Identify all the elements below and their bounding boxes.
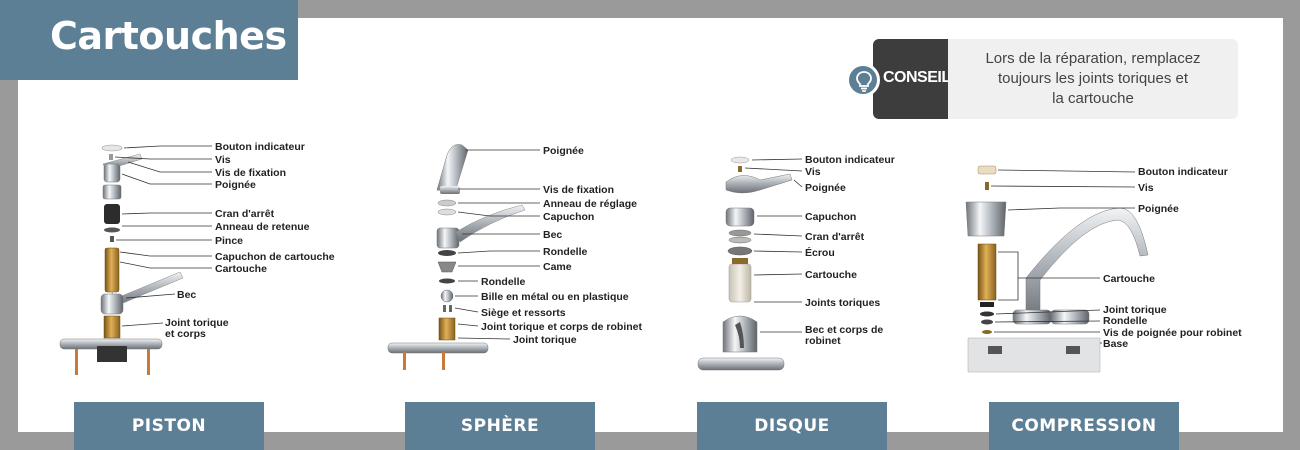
part-label: Bec [177, 289, 196, 301]
ceramic-disc-label-button[interactable]: DISQUE CÉRAMIQUE [697, 402, 887, 450]
part-label: Capuchon [805, 211, 856, 223]
sphere-callout-lines [454, 149, 540, 340]
sphere-label-button[interactable]: SPHÈRE [405, 402, 595, 450]
tip-box: CONSEILS Lors de la réparation, remplace… [846, 39, 1238, 119]
part-label: Capuchon [543, 211, 594, 223]
part-label: Poignée [543, 145, 584, 157]
piston-callout-lines [114, 145, 212, 327]
part-label: Bec et corps de [805, 324, 883, 336]
part-label: Bouton indicateur [1138, 166, 1228, 178]
part-label: Vis [805, 166, 821, 178]
piston-label-button[interactable]: PISTON [74, 402, 264, 450]
part-label: Came [543, 261, 572, 273]
tip-line: Lors de la réparation, remplacez [985, 50, 1201, 67]
title-banner: Cartouches [0, 0, 298, 80]
part-label: Écrou [805, 246, 835, 259]
part-label: Vis de poignée pour robinet [1103, 327, 1242, 339]
ceramic-disc-labels: Bouton indicateur Vis Poignée Capuchon C… [805, 154, 895, 347]
part-label: Anneau de réglage [543, 198, 637, 210]
part-label: Vis [215, 154, 231, 166]
part-label: Poignée [805, 182, 846, 194]
part-label: Vis de fixation [543, 184, 614, 196]
part-label: Siège et ressorts [481, 307, 566, 319]
ceramic-disc-diagram: Bouton indicateur Vis Poignée Capuchon C… [697, 154, 895, 371]
part-label: Poignée [1138, 203, 1179, 215]
part-label: Base [1103, 338, 1128, 350]
ceramic-disc-parts [697, 156, 793, 371]
part-label: Joint torique [165, 317, 229, 329]
tip-line: toujours les joints toriques et [997, 70, 1189, 87]
sphere-parts [387, 144, 526, 370]
lightbulb-icon [846, 63, 880, 97]
part-label: Vis de fixation [215, 167, 286, 179]
part-label: Poignée [215, 179, 256, 191]
ceramic-disc-callout-lines [744, 158, 803, 333]
page-title: Cartouches [50, 14, 287, 58]
tip-label-box: CONSEILS [846, 39, 961, 119]
part-label: Joint torique [513, 334, 577, 346]
part-label: Bec [543, 229, 562, 241]
part-label: et corps [165, 328, 206, 340]
compression-parts [965, 165, 1149, 373]
tip-text: Lors de la réparation, remplacez toujour… [948, 49, 1238, 109]
compression-diagram: Bouton indicateur Vis Poignée Cartouche … [965, 165, 1242, 373]
part-label: Cran d'arrêt [805, 231, 865, 243]
part-label: Bouton indicateur [215, 141, 305, 153]
part-label: Capuchon de cartouche [215, 251, 335, 263]
part-label: Cartouche [1103, 273, 1155, 285]
part-label: Vis [1138, 182, 1154, 194]
piston-parts [59, 144, 184, 375]
part-label: Anneau de retenue [215, 221, 310, 233]
part-label: Bille en métal ou en plastique [481, 291, 629, 303]
part-label: Rondelle [543, 246, 587, 258]
tip-text-box: Lors de la réparation, remplacez toujour… [948, 39, 1238, 119]
tip-line: la cartouche [1052, 90, 1134, 107]
part-label: Rondelle [481, 276, 525, 288]
tip-label: CONSEILS [883, 69, 961, 86]
sphere-diagram: Poignée Vis de fixation Anneau de réglag… [387, 144, 643, 370]
compression-callout-lines [990, 169, 1136, 344]
piston-labels: Bouton indicateur Vis Vis de fixation Po… [165, 141, 335, 340]
part-label: Pince [215, 235, 243, 247]
part-label: Joint torique et corps de robinet [481, 321, 643, 333]
part-label: Cartouche [215, 263, 267, 275]
compression-label-button[interactable]: COMPRESSION [989, 402, 1179, 450]
part-label: Bouton indicateur [805, 154, 895, 166]
part-label: Joints toriques [805, 297, 880, 309]
part-label: Joint torique [1103, 304, 1167, 316]
part-label: Rondelle [1103, 315, 1147, 327]
part-label: Cran d'arrêt [215, 208, 275, 220]
part-label: Cartouche [805, 269, 857, 281]
part-label: robinet [805, 335, 841, 347]
piston-diagram: Bouton indicateur Vis Vis de fixation Po… [59, 141, 335, 375]
compression-labels: Bouton indicateur Vis Poignée Cartouche … [1103, 166, 1242, 350]
sphere-labels: Poignée Vis de fixation Anneau de réglag… [481, 145, 643, 346]
